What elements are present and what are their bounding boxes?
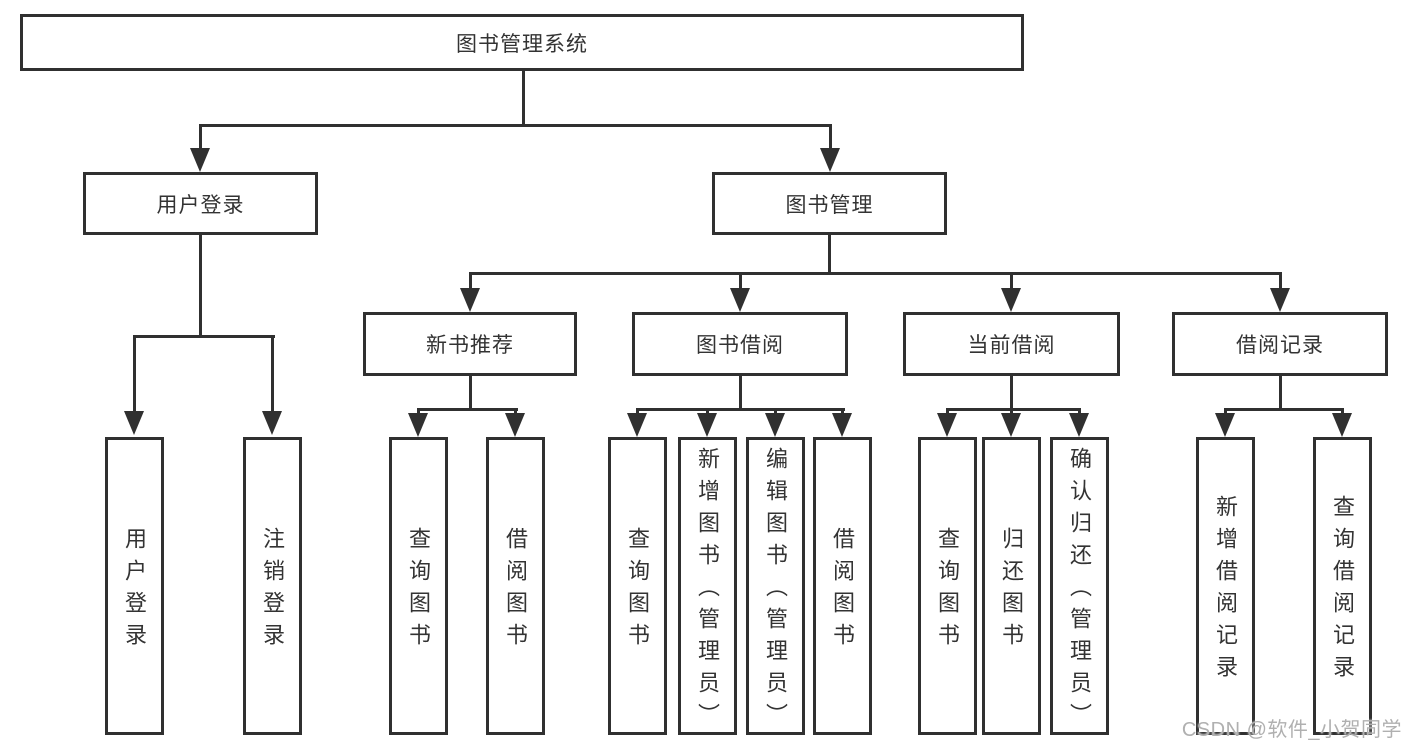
arrow-down-icon [697,413,717,437]
node-label: 用户登录 [156,193,245,217]
node-label: 当前借阅 [967,334,1056,357]
node-label: 用户登录 [122,527,148,655]
connector-vline [1341,408,1344,416]
connector-vline [469,272,472,292]
node-query-books-current: 查询图书 [918,437,977,735]
node-label: 图书管理 [785,193,874,217]
node-label: 查询图书 [406,527,432,655]
connector-hline [199,124,832,127]
node-label: 查询图书 [935,527,961,655]
node-label: 编辑图书（管理员） [763,447,789,735]
connector-vline [522,71,525,124]
connector-vline [1010,272,1013,292]
connector-vline [1078,408,1081,416]
node-return-book: 归还图书 [982,437,1041,735]
node-label: 确认归还（管理员） [1067,447,1093,735]
connector-hline [946,408,1081,411]
connector-vline [739,376,742,408]
node-borrow-books-recommend: 借阅图书 [486,437,545,735]
node-borrow-books-borrow: 借阅图书 [813,437,872,735]
node-user-login-leaf: 用户登录 [105,437,164,735]
connector-hline [636,408,845,411]
node-label: 图书管理系统 [456,32,588,56]
node-library-management-system: 图书管理系统 [20,14,1024,71]
node-book-management: 图书管理 [712,172,947,235]
node-label: 查询借阅记录 [1330,495,1356,687]
node-label: 注销登录 [260,527,286,655]
connector-vline [199,235,202,335]
connector-vline [271,335,274,415]
connector-vline [1010,408,1013,416]
node-add-borrow-record: 新增借阅记录 [1196,437,1255,735]
connector-vline [828,235,831,272]
node-label: 借阅图书 [503,527,529,655]
node-edit-book-admin: 编辑图书（管理员） [746,437,805,735]
connector-vline [514,408,517,416]
connector-vline [1279,376,1282,408]
arrow-down-icon [505,413,525,437]
connector-vline [133,335,136,415]
connector-vline [1279,272,1282,292]
arrow-down-icon [765,413,785,437]
node-current-borrow: 当前借阅 [903,312,1120,376]
node-borrow-records: 借阅记录 [1172,312,1388,376]
node-user-login: 用户登录 [83,172,318,235]
arrow-down-icon [1069,413,1089,437]
node-label: 新书推荐 [426,334,514,357]
node-label: 归还图书 [999,527,1025,655]
node-label: 借阅记录 [1236,334,1324,357]
arrow-down-icon [820,148,840,172]
arrow-down-icon [124,411,144,435]
arrow-down-icon [460,288,480,312]
node-add-book-admin: 新增图书（管理员） [678,437,737,735]
node-query-books-borrow: 查询图书 [608,437,667,735]
arrow-down-icon [937,413,957,437]
node-label: 查询图书 [625,527,651,655]
arrow-down-icon [832,413,852,437]
connector-vline [829,124,832,152]
connector-hline [417,408,518,411]
arrow-down-icon [1001,288,1021,312]
connector-vline [1224,408,1227,416]
connector-hline [469,272,1282,275]
connector-vline [946,408,949,416]
node-label: 借阅图书 [830,527,856,655]
node-query-books-recommend: 查询图书 [389,437,448,735]
arrow-down-icon [1001,413,1021,437]
arrow-down-icon [1332,413,1352,437]
arrow-down-icon [408,413,428,437]
watermark: CSDN @软件_小贺同学 [1181,719,1402,741]
connector-vline [739,272,742,292]
connector-vline [1010,376,1013,408]
arrow-down-icon [1270,288,1290,312]
connector-hline [1224,408,1344,411]
node-logout-leaf: 注销登录 [243,437,302,735]
connector-vline [774,408,777,416]
node-query-borrow-record: 查询借阅记录 [1313,437,1372,735]
node-label: 新增图书（管理员） [695,447,721,735]
connector-vline [469,376,472,408]
connector-vline [417,408,420,416]
node-label: 图书借阅 [696,334,784,357]
node-label: 新增借阅记录 [1213,495,1239,687]
connector-vline [841,408,844,416]
arrow-down-icon [627,413,647,437]
arrow-down-icon [262,411,282,435]
connector-vline [636,408,639,416]
node-new-book-recommend: 新书推荐 [363,312,577,376]
connector-vline [706,408,709,416]
node-confirm-return-admin: 确认归还（管理员） [1050,437,1109,735]
node-book-borrow: 图书借阅 [632,312,848,376]
arrow-down-icon [1215,413,1235,437]
arrow-down-icon [190,148,210,172]
arrow-down-icon [730,288,750,312]
connector-hline [133,335,275,338]
connector-vline [199,124,202,152]
